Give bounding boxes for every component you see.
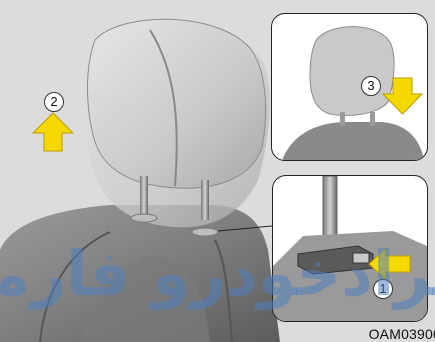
release-button bbox=[353, 253, 369, 263]
inset-post-right bbox=[370, 112, 375, 126]
inset-seat-back bbox=[282, 122, 424, 160]
up-arrow-icon bbox=[33, 113, 73, 151]
step-3-badge: 3 bbox=[361, 76, 381, 96]
post-guide-left bbox=[131, 214, 157, 222]
headrest-post-right bbox=[201, 180, 209, 220]
figure-code: OAM039001 bbox=[369, 326, 435, 342]
inset-release-button bbox=[272, 175, 428, 322]
inset-seat-top bbox=[273, 231, 427, 321]
headrest-post-left bbox=[140, 176, 148, 216]
inset-headrest bbox=[310, 27, 394, 116]
step-1-badge: 1 bbox=[373, 279, 393, 299]
step-2-badge: 2 bbox=[44, 92, 64, 112]
inset-post-left bbox=[340, 112, 345, 126]
post-guide-right bbox=[192, 228, 218, 236]
inset-lower-headrest bbox=[271, 13, 428, 161]
